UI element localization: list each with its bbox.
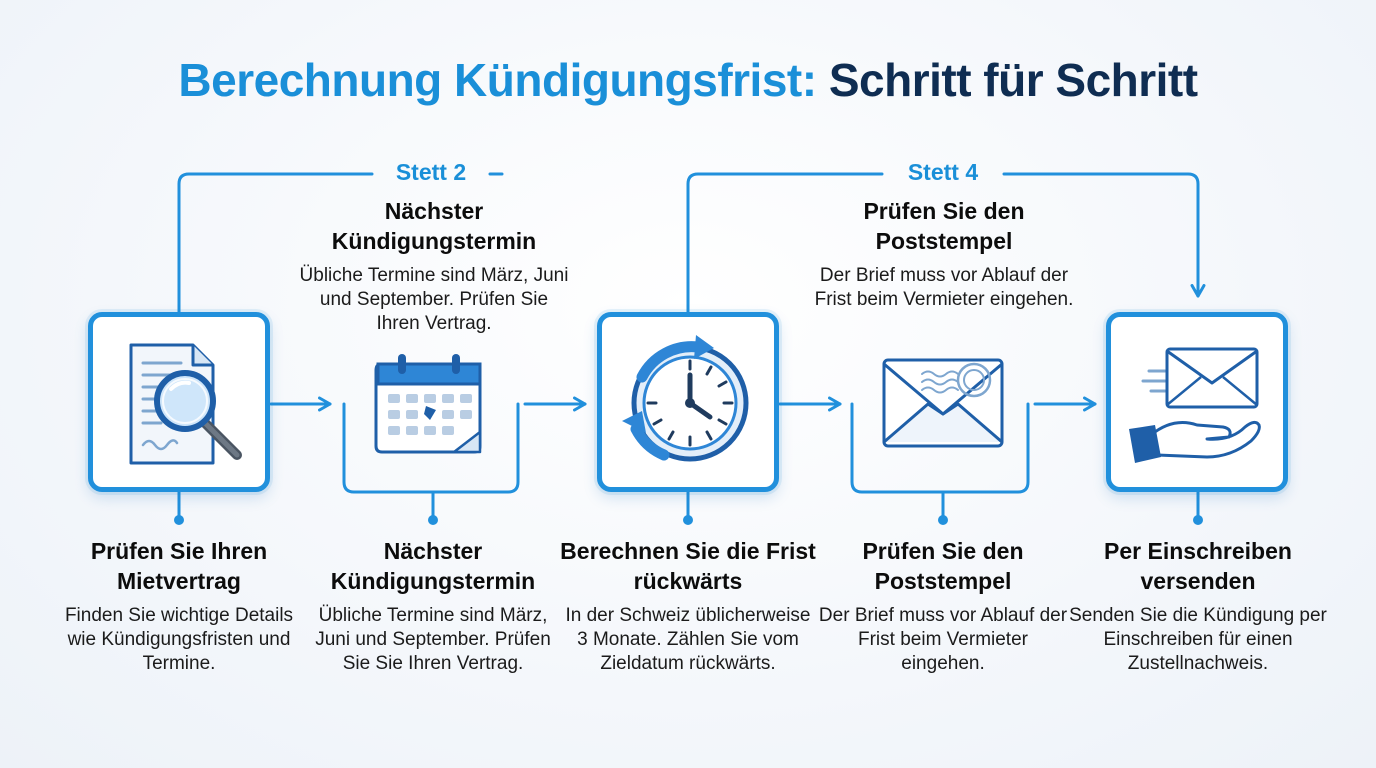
step-1-heading: Prüfen Sie Ihren Mietvertrag <box>90 538 268 594</box>
top-callout-label-2: Stett 4 <box>907 159 979 185</box>
page-title: Berechnung Kündigungsfrist: Schritt für … <box>0 52 1376 108</box>
title-part-2: Schritt für Schritt <box>828 54 1198 106</box>
step-4-description: Der Brief muss vor Ablauf der Frist beim… <box>818 605 1068 674</box>
title-part-1: Berechnung Kündigungsfrist: <box>178 54 817 106</box>
bullet-2 <box>428 515 438 525</box>
step-2-heading: Nächster Kündigungstermin <box>330 538 536 594</box>
step-1-text: Prüfen Sie Ihren Mietvertrag Finden Sie … <box>50 536 308 676</box>
step-5-text: Per Einschreiben versenden Senden Sie di… <box>1068 536 1328 676</box>
step-3-text: Berechnen Sie die Frist rückwärts In der… <box>558 536 818 676</box>
top-callout-2-description: Der Brief muss vor Ablauf der Frist beim… <box>814 265 1074 310</box>
step-2-text: Nächster Kündigungstermin Übliche Termin… <box>304 536 562 676</box>
connector-top-1 <box>177 172 374 314</box>
connector-top-2 <box>686 172 884 314</box>
top-callout-1-heading: Nächster Kündigungstermin <box>331 198 537 254</box>
step-5-description: Senden Sie die Kündigung per Einschreibe… <box>1069 605 1327 674</box>
step-2-description: Übliche Termine sind März, Juni und Sept… <box>315 605 551 674</box>
bullet-5 <box>1193 515 1203 525</box>
bullet-4 <box>938 515 948 525</box>
step-3-description: In der Schweiz üblicherweise 3 Monate. Z… <box>565 605 811 674</box>
connector-top-2-right <box>1002 172 1206 298</box>
top-callout-2-heading: Prüfen Sie den Poststempel <box>863 198 1025 254</box>
document-magnifier-icon <box>129 343 242 465</box>
stamped-envelope-icon <box>882 358 1004 448</box>
step-5-heading: Per Einschreiben versenden <box>1104 538 1292 594</box>
step-3-icon-box <box>597 312 779 492</box>
step-5-icon-box <box>1106 312 1288 492</box>
step-1-description: Finden Sie wichtige Details wie Kündigun… <box>64 605 294 674</box>
bracket-step-4 <box>850 402 1030 494</box>
step-1-icon-box <box>88 312 270 492</box>
envelope-hand-icon <box>1129 347 1261 463</box>
step-4-text: Prüfen Sie den Poststempel Der Brief mus… <box>814 536 1072 676</box>
top-callout-2: Prüfen Sie den Poststempel Der Brief mus… <box>808 196 1080 312</box>
bullet-1 <box>174 515 184 525</box>
calendar-icon <box>374 354 482 454</box>
step-3-heading: Berechnen Sie die Frist rückwärts <box>560 538 816 594</box>
step-4-heading: Prüfen Sie den Poststempel <box>862 538 1024 594</box>
bracket-step-2 <box>342 402 520 494</box>
top-callout-label-1: Stett 2 <box>395 159 467 185</box>
top-callout-1-description: Übliche Termine sind März, Juni und Sept… <box>299 265 569 334</box>
bullet-3 <box>683 515 693 525</box>
clock-countdown-icon <box>622 335 749 462</box>
top-callout-1: Nächster Kündigungstermin Übliche Termin… <box>298 196 570 336</box>
